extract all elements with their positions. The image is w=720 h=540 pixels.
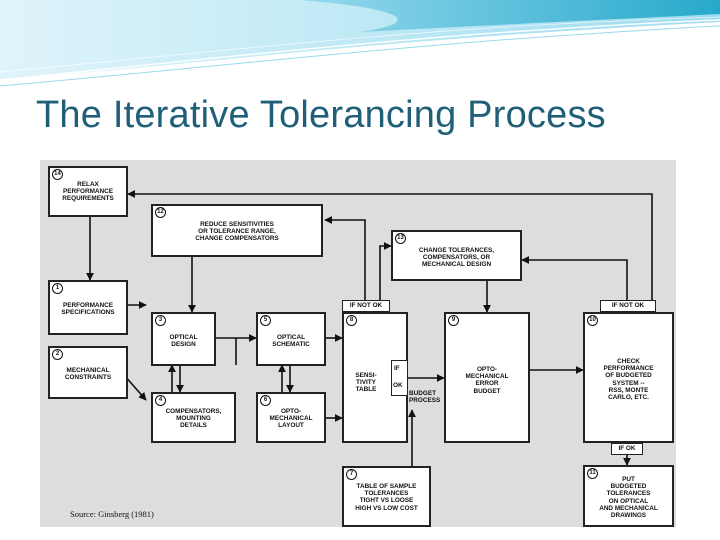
- slide-title: The Iterative Tolerancing Process: [36, 94, 606, 136]
- box-opto-mechanical-layout: 6 OPTO- MECHANICAL LAYOUT: [256, 392, 326, 443]
- tolerancing-flowchart: 14 RELAX PERFORMANCE REQUIREMENTS 12 RED…: [40, 160, 676, 527]
- step-number: 8: [346, 315, 357, 326]
- box-text: RELAX PERFORMANCE REQUIREMENTS: [62, 181, 114, 203]
- box-compensators-mounting: 4 COMPENSATORS, MOUNTING DETAILS: [151, 392, 236, 443]
- step-number: 10: [587, 315, 598, 326]
- box-relax-requirements: 14 RELAX PERFORMANCE REQUIREMENTS: [48, 166, 128, 217]
- decorative-banner: [0, 0, 720, 87]
- box-optical-schematic: 5 OPTICAL SCHEMATIC: [256, 312, 326, 366]
- box-change-tolerances: 13 CHANGE TOLERANCES, COMPENSATORS, OR M…: [391, 230, 522, 281]
- if-ok-divider: [391, 360, 407, 396]
- tag-if-not-ok-left: IF NOT OK: [342, 300, 390, 312]
- box-text: CHANGE TOLERANCES, COMPENSATORS, OR MECH…: [418, 247, 495, 269]
- label-ok: OK: [393, 382, 403, 389]
- step-number: 11: [587, 468, 598, 479]
- tag-if-ok-bottom: IF OK: [611, 443, 643, 455]
- source-citation: Source: Ginsberg (1981): [70, 509, 154, 519]
- box-text: MECHANICAL CONSTRAINTS: [64, 367, 112, 382]
- box-reduce-sensitivities: 12 REDUCE SENSITIVITIES OR TOLERANCE RAN…: [151, 204, 323, 257]
- box-performance-specifications: 1 PERFORMANCE SPECIFICATIONS: [48, 280, 128, 335]
- step-number: 5: [260, 315, 271, 326]
- box-text: PERFORMANCE SPECIFICATIONS: [61, 302, 115, 317]
- box-check-performance: 10 CHECK PERFORMANCE OF BUDGETED SYSTEM …: [583, 312, 674, 443]
- step-number: 7: [346, 469, 357, 480]
- box-budgeted-tolerances: 11 PUT BUDGETED TOLERANCES ON OPTICAL AN…: [583, 465, 674, 527]
- box-text: REDUCE SENSITIVITIES OR TOLERANCE RANGE,…: [195, 221, 279, 243]
- box-text: COMPENSATORS, MOUNTING DETAILS: [165, 408, 222, 430]
- step-number: 12: [155, 207, 166, 218]
- step-number: 4: [155, 395, 166, 406]
- box-text: PUT BUDGETED TOLERANCES ON OPTICAL AND M…: [599, 476, 658, 520]
- box-mechanical-constraints: 2 MECHANICAL CONSTRAINTS: [48, 346, 128, 399]
- label-if: IF: [394, 365, 400, 372]
- box-sample-tolerances: 7 TABLE OF SAMPLE TOLERANCES TIGHT VS LO…: [342, 466, 431, 527]
- box-optical-design: 3 OPTICAL DESIGN: [151, 312, 216, 366]
- step-number: 2: [52, 349, 63, 360]
- step-number: 14: [52, 169, 63, 180]
- step-number: 6: [260, 395, 271, 406]
- box-text: SENSI- TIVITY TABLE: [355, 372, 377, 394]
- box-error-budget: 9 OPTO- MECHANICAL ERROR BUDGET: [444, 312, 530, 443]
- box-text: OPTO- MECHANICAL ERROR BUDGET: [465, 366, 509, 395]
- label-budget-process: BUDGET PROCESS: [409, 390, 441, 405]
- step-number: 9: [448, 315, 459, 326]
- box-text: TABLE OF SAMPLE TOLERANCES TIGHT VS LOOS…: [355, 483, 418, 512]
- step-number: 13: [395, 233, 406, 244]
- box-text: CHECK PERFORMANCE OF BUDGETED SYSTEM -- …: [603, 358, 654, 402]
- step-number: 3: [155, 315, 166, 326]
- box-text: OPTICAL DESIGN: [169, 334, 198, 349]
- step-number: 1: [52, 283, 63, 294]
- tag-if-not-ok-right: IF NOT OK: [600, 300, 656, 312]
- box-text: OPTO- MECHANICAL LAYOUT: [269, 408, 313, 430]
- box-text: OPTICAL SCHEMATIC: [272, 334, 310, 349]
